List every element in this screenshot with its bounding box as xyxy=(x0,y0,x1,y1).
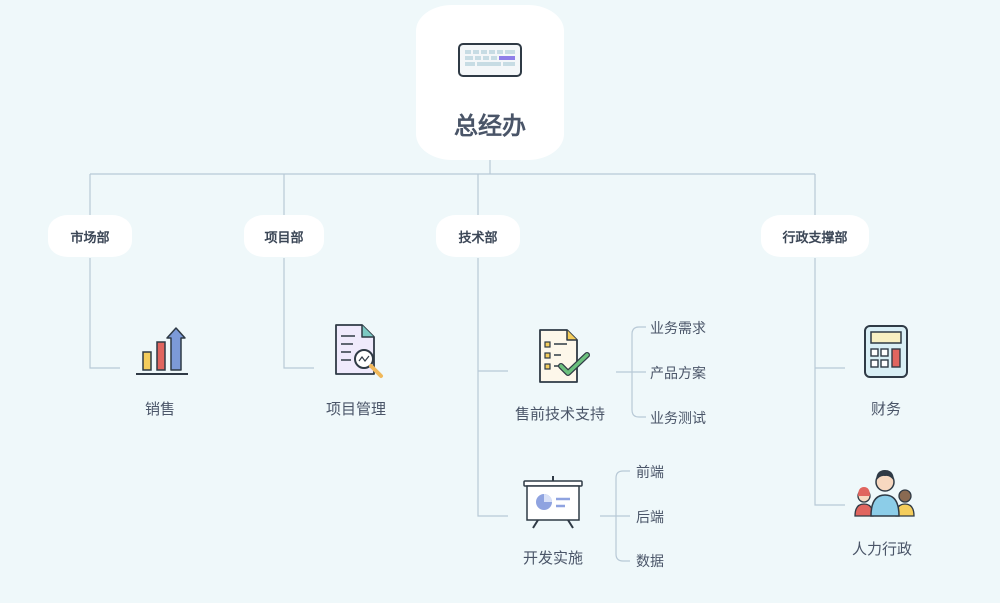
bar-chart-icon xyxy=(136,327,188,375)
people-icon xyxy=(854,470,915,517)
team-project-mgmt-label: 项目管理 xyxy=(325,400,386,418)
dept-market[interactable]: 市场部 xyxy=(48,215,132,257)
team-dev-label: 开发实施 xyxy=(522,549,583,567)
dept-tech[interactable]: 技术部 xyxy=(436,215,520,257)
team-finance-label: 财务 xyxy=(870,400,901,418)
presales-child-3: 业务测试 xyxy=(650,411,706,427)
keyboard-icon xyxy=(458,43,522,77)
dev-child-3: 数据 xyxy=(636,554,664,570)
calculator-icon xyxy=(864,325,908,378)
root-label: 总经办 xyxy=(454,112,526,140)
presales-child-1: 业务需求 xyxy=(650,321,706,337)
presales-child-2: 产品方案 xyxy=(650,366,706,382)
root-node[interactable] xyxy=(416,5,564,160)
dept-admin-support[interactable]: 行政支撑部 xyxy=(761,215,869,257)
team-presales-label: 售前技术支持 xyxy=(514,405,605,423)
presentation-board-icon xyxy=(523,476,583,529)
team-sales-label: 销售 xyxy=(144,400,175,418)
dev-child-1: 前端 xyxy=(636,465,664,481)
dev-child-2: 后端 xyxy=(636,510,664,526)
document-search-icon xyxy=(335,324,383,378)
team-hr-admin-label: 人力行政 xyxy=(851,540,912,558)
checklist-icon xyxy=(539,329,590,383)
dept-project[interactable]: 项目部 xyxy=(244,215,324,257)
